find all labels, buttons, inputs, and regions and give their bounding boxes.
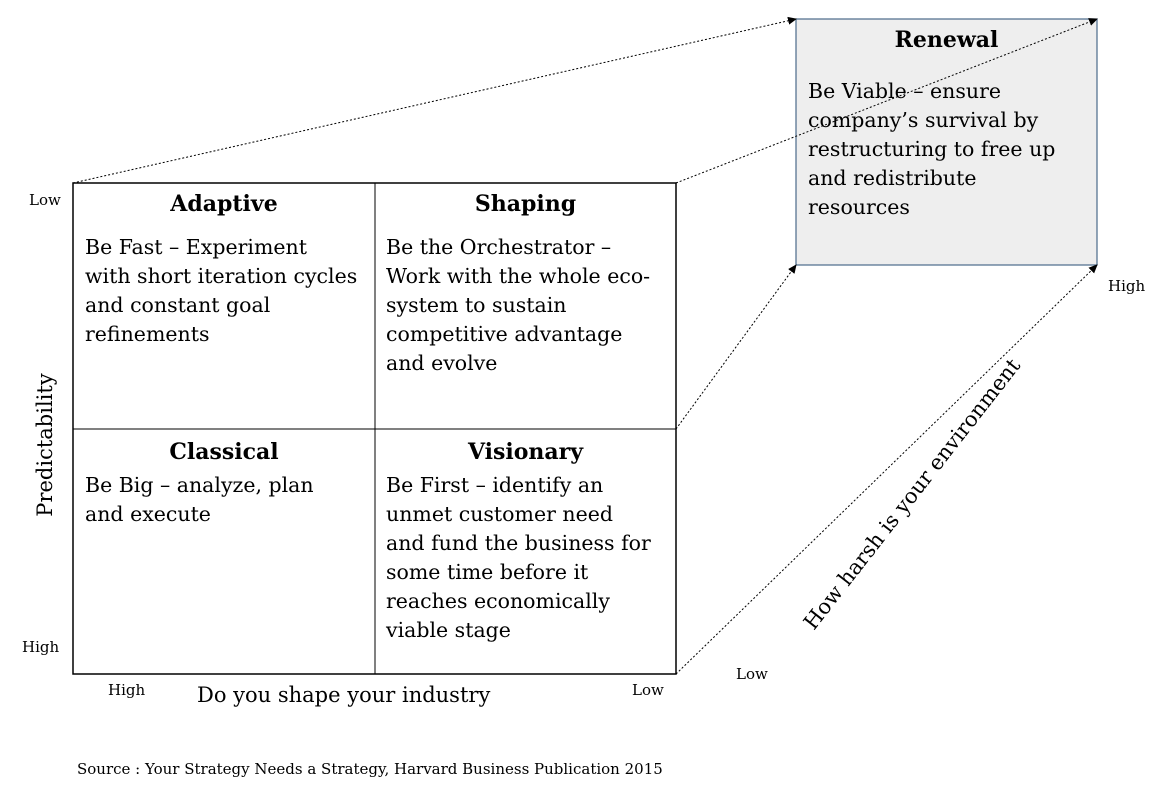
x-axis-low-label: Low [632, 681, 664, 699]
adaptive-description: Be Fast – Experiment with short iteratio… [85, 233, 357, 349]
visionary-description: Be First – identify an unmet customer ne… [386, 471, 651, 645]
renewal-box [795, 18, 1098, 266]
y-axis-title: Predictability [33, 373, 57, 517]
y-axis-low-label: Low [29, 191, 61, 209]
renewal-line-1: Be Viable – ensure [808, 79, 1002, 103]
renewal-line-4: and redistribute [808, 166, 977, 190]
shaping-line-3: system to sustain [386, 293, 567, 317]
projection-arrow-bottom-right [675, 264, 1098, 675]
adaptive-title: Adaptive [170, 191, 278, 217]
z-axis-high-label: High [1108, 277, 1146, 295]
classical-line-1: Be Big – analyze, plan [85, 473, 314, 497]
classical-description: Be Big – analyze, plan and execute [85, 471, 314, 529]
x-axis-title: Do you shape your industry [197, 683, 491, 707]
shaping-line-4: competitive advantage [386, 322, 623, 346]
classical-line-2: and execute [85, 502, 211, 526]
visionary-line-1: Be First – identify an [386, 473, 604, 497]
renewal-line-3: restructuring to free up [808, 137, 1056, 161]
renewal-line-5: resources [808, 195, 910, 219]
visionary-title: Visionary [467, 439, 584, 465]
visionary-line-4: some time before it [386, 560, 589, 584]
renewal-line-2: company’s survival by [808, 108, 1039, 132]
adaptive-line-3: and constant goal [85, 293, 271, 317]
adaptive-line-4: refinements [85, 322, 210, 346]
source-citation: Source : Your Strategy Needs a Strategy,… [77, 760, 663, 778]
shaping-title: Shaping [474, 191, 577, 217]
projection-arrow-mid-right [675, 264, 797, 430]
classical-title: Classical [169, 439, 279, 465]
x-axis-high-label: High [108, 681, 146, 699]
z-axis-low-label: Low [736, 665, 768, 683]
y-axis-high-label: High [22, 638, 60, 656]
renewal-title: Renewal [894, 27, 999, 53]
visionary-line-6: viable stage [386, 618, 511, 642]
projection-arrow-top-right [675, 18, 1098, 184]
projection-arrow-top-left [72, 16, 797, 184]
shaping-line-2: Work with the whole eco- [386, 264, 651, 288]
renewal-description: Be Viable – ensure company’s survival by… [808, 77, 1055, 222]
shaping-line-1: Be the Orchestrator – [386, 235, 612, 259]
adaptive-line-2: with short iteration cycles [85, 264, 358, 288]
visionary-line-2: unmet customer need [386, 502, 613, 526]
shaping-line-5: and evolve [386, 351, 498, 375]
shaping-description: Be the Orchestrator – Work with the whol… [386, 233, 650, 378]
adaptive-line-1: Be Fast – Experiment [85, 235, 307, 259]
visionary-line-5: reaches economically [386, 589, 610, 613]
visionary-line-3: and fund the business for [386, 531, 651, 555]
